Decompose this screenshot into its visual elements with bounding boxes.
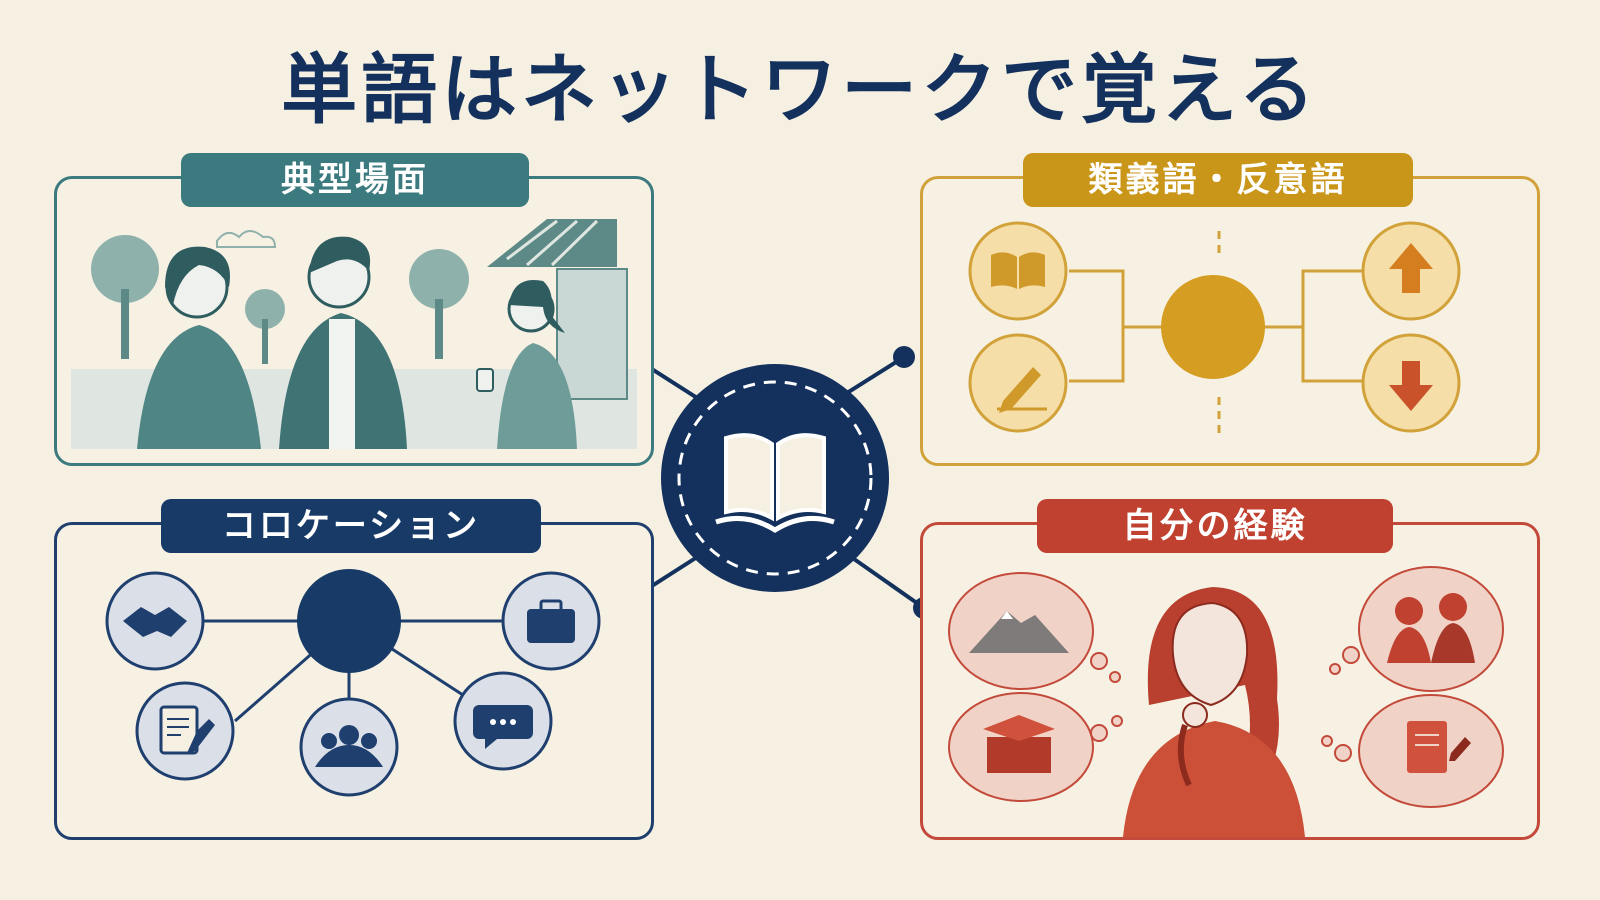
scene-panel-label: 典型場面 xyxy=(181,153,529,207)
handshake-icon xyxy=(105,571,205,671)
synonym-center-node xyxy=(1161,275,1265,379)
synonym-antonym-panel-label: 類義語・反意語 xyxy=(1023,153,1413,207)
experience-panel: 自分の経験 xyxy=(920,499,1540,840)
friends-memory-icon xyxy=(1329,566,1504,692)
open-book-icon xyxy=(715,433,835,533)
conversation-scene-illustration xyxy=(71,219,637,449)
people-group-icon xyxy=(299,697,399,797)
collocation-center-node xyxy=(297,569,401,673)
experience-panel-label: 自分の経験 xyxy=(1037,499,1393,553)
notebook-memory-icon xyxy=(1321,694,1504,808)
arrow-down-icon xyxy=(1361,333,1461,433)
chat-bubble-icon xyxy=(453,671,553,771)
thinking-person-illustration xyxy=(1123,587,1305,837)
collocation-panel-label: コロケーション xyxy=(161,499,541,553)
collocation-panel: コロケーション xyxy=(54,499,654,840)
synonym-antonym-panel: 類義語・反意語 xyxy=(920,153,1540,466)
book-icon xyxy=(968,221,1068,321)
collocation-diagram xyxy=(105,569,601,797)
scene-panel: 典型場面 xyxy=(54,153,654,466)
pencil-writing-icon xyxy=(968,333,1068,433)
synonym-antonym-diagram xyxy=(968,221,1461,437)
experience-illustration xyxy=(948,566,1504,837)
arrow-up-icon xyxy=(1361,221,1461,321)
connector-dot-top-right xyxy=(893,346,915,368)
briefcase-icon xyxy=(501,571,601,671)
mountain-memory-icon xyxy=(948,572,1121,690)
document-pen-icon xyxy=(135,681,235,781)
page-title: 単語はネットワークで覚える xyxy=(281,45,1319,134)
gift-box-memory-icon xyxy=(948,692,1123,802)
